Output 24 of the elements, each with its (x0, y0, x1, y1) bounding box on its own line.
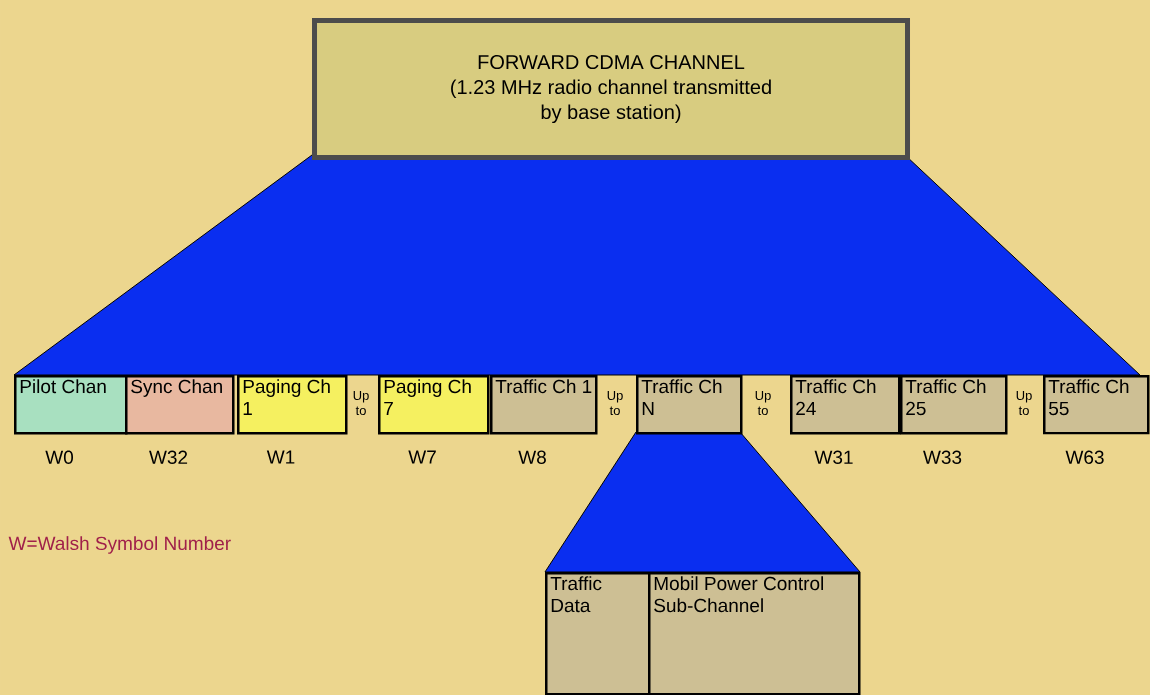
walsh-label: W1 (266, 450, 295, 464)
walsh-label: W7 (408, 450, 436, 464)
channel-box: Traffic Data (545, 572, 651, 695)
range-label: Up to (755, 390, 771, 416)
channel-box: Paging Ch 1 (237, 375, 348, 435)
channel-box: Sync Chan (125, 375, 235, 435)
walsh-label: W0 (45, 450, 73, 464)
walsh-label: W8 (518, 450, 546, 464)
title-box: FORWARD CDMA CHANNEL (1.23 MHz radio channel transmitted by base station) (312, 18, 910, 160)
channel-box: Pilot Chan (14, 375, 128, 435)
walsh-label: W33 (923, 450, 962, 464)
channel-box: Traffic Ch 1 (490, 375, 598, 435)
channel-box: Traffic Ch 25 (900, 375, 1008, 435)
walsh-label: W31 (814, 450, 853, 464)
range-label: Up to (607, 390, 623, 416)
channel-box: Paging Ch 7 (378, 375, 490, 435)
walsh-label: W63 (1065, 450, 1104, 464)
channel-box: Traffic Ch N (636, 375, 743, 435)
range-label: Up to (1016, 390, 1032, 416)
channel-box: Traffic Ch 24 (790, 375, 901, 435)
range-label: Up to (353, 390, 369, 416)
channel-box: Traffic Ch 55 (1043, 375, 1150, 435)
walsh-label: W32 (149, 450, 188, 464)
legend-note: W=Walsh Symbol Number (8, 536, 231, 554)
